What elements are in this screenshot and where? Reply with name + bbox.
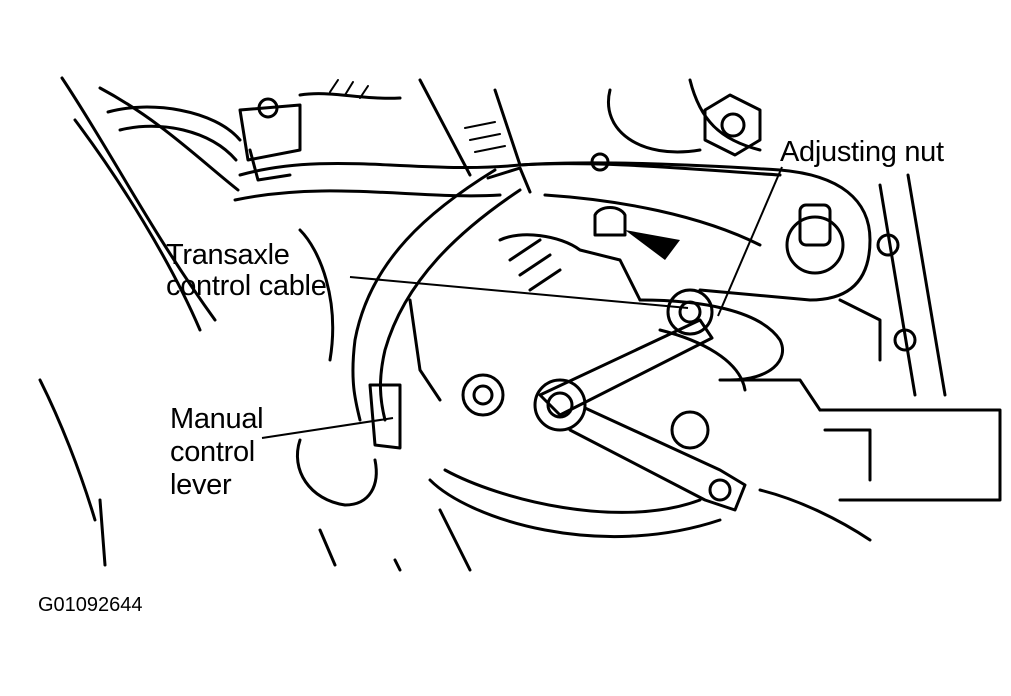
label-manual-line1: Manual [170,403,264,435]
leader-transaxle-cable [349,276,689,309]
adjusting-mechanism [498,206,784,392]
leader-lines [261,166,783,439]
cable-bracket [518,152,900,302]
transaxle-cable [351,166,532,450]
label-transaxle-line2: control cable [166,270,327,302]
leader-adjusting-nut [717,166,783,317]
figure-code: G01092644 [38,594,143,616]
manual-control-lever [461,318,747,512]
label-manual-line3: lever [170,469,232,501]
upper-structure [233,78,947,397]
label-transaxle-line1: Transaxle [166,239,290,271]
label-adjusting-nut: Adjusting nut [780,136,944,168]
transaxle-housing [295,228,1002,572]
top-bracket [238,79,402,182]
left-hose [38,76,242,567]
leader-manual-lever [261,417,394,439]
label-manual-line2: control [170,436,255,468]
